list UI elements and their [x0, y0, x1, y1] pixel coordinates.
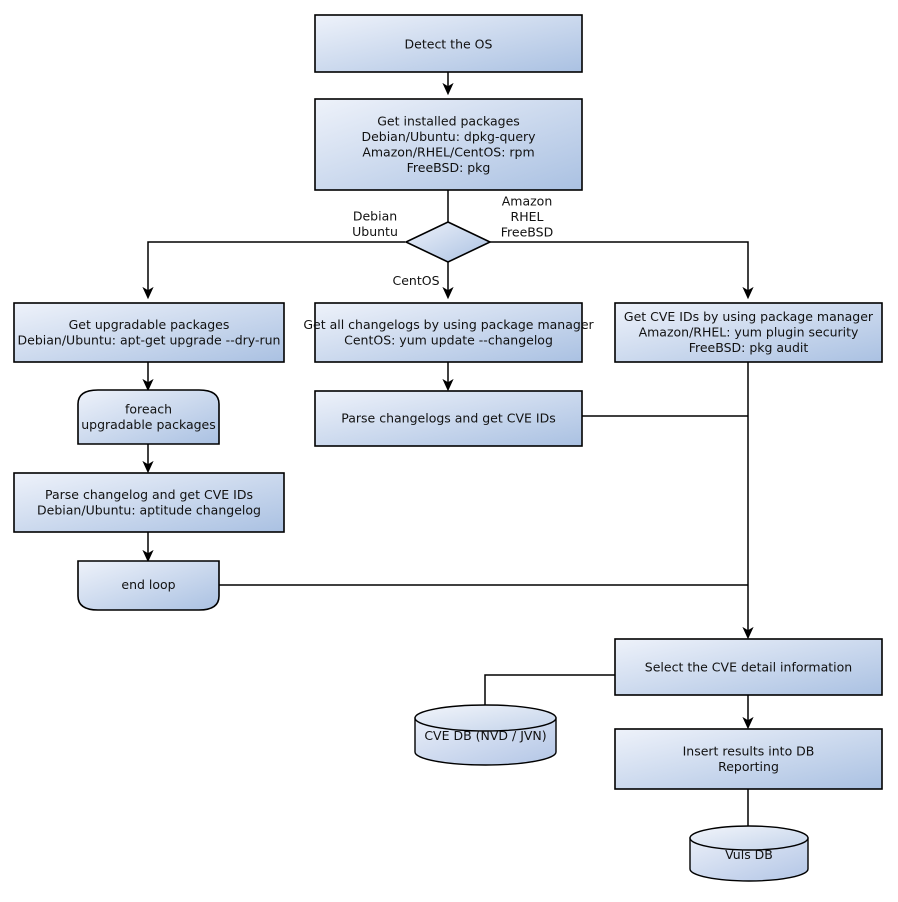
edge-label-down-branch: CentOS — [392, 273, 439, 288]
node-vuls-db[interactable]: Vuls DB — [689, 825, 809, 882]
link-select-to-cvedb — [484, 674, 615, 712]
node-parse-changelogs[interactable]: Parse changelogs and get CVE IDs — [314, 390, 583, 447]
node-select-cve-detail-label: Select the CVE detail information — [645, 659, 852, 674]
node-get-all-changelogs[interactable]: Get all changelogs by using package mana… — [303, 302, 595, 363]
node-cve-db[interactable]: CVE DB (NVD / JVN) — [414, 704, 557, 766]
node-detect-os-label: Detect the OS — [405, 36, 493, 51]
node-end-loop[interactable]: end loop — [77, 560, 220, 611]
node-os-decision[interactable] — [404, 221, 492, 263]
node-detect-os[interactable]: Detect the OS — [314, 14, 583, 73]
node-vuls-db-label: Vuls DB — [725, 847, 773, 862]
node-cve-db-label: CVE DB (NVD / JVN) — [424, 728, 546, 743]
node-select-cve-detail[interactable]: Select the CVE detail information — [614, 638, 883, 696]
node-end-loop-label: end loop — [121, 577, 175, 592]
node-parse-changelogs-label: Parse changelogs and get CVE IDs — [341, 410, 555, 425]
connectors — [142, 72, 754, 832]
link-decision-right — [490, 241, 754, 300]
node-get-all-changelogs-label: Get all changelogs by using package mana… — [303, 316, 594, 347]
link-decision-left — [142, 241, 405, 300]
